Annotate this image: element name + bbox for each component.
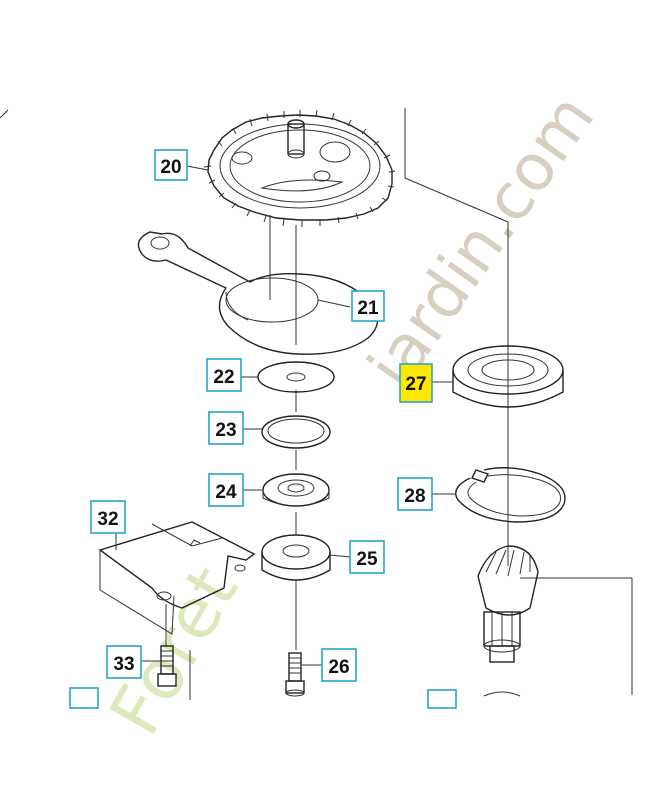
screw-part-26 xyxy=(285,652,305,697)
callout-21[interactable]: 21 xyxy=(351,290,385,322)
callout-32-text: 32 xyxy=(97,509,118,530)
callout-24-box xyxy=(208,473,244,507)
pinion-gear xyxy=(477,545,539,697)
callout-26-box xyxy=(321,648,357,682)
callout-partial-right xyxy=(427,689,457,709)
callout-25-text: 25 xyxy=(356,549,378,570)
callout-20-box xyxy=(154,149,188,181)
callout-25-box xyxy=(349,540,385,574)
washer-part-22 xyxy=(257,361,335,393)
callout-32-box xyxy=(90,500,126,534)
bushing-part-24 xyxy=(262,473,330,507)
callout-22[interactable]: 22 xyxy=(206,358,242,392)
callout-23[interactable]: 23 xyxy=(208,411,244,445)
callout-22-box xyxy=(206,358,242,392)
gear-part-20 xyxy=(203,109,396,227)
callout-23-text: 23 xyxy=(215,420,236,441)
callout-20-text: 20 xyxy=(160,157,181,178)
callout-28[interactable]: 28 xyxy=(397,477,433,511)
callout-33-box xyxy=(106,645,142,679)
callout-28-text: 28 xyxy=(404,486,425,507)
watermark-site: jardin.com xyxy=(353,82,609,403)
circlip-part-28 xyxy=(455,467,566,523)
callout-20[interactable]: 20 xyxy=(154,149,188,181)
callout-24[interactable]: 24 xyxy=(208,473,244,507)
ball-bearing-part-27 xyxy=(452,345,564,408)
callout-32[interactable]: 32 xyxy=(90,500,126,534)
callout-22-text: 22 xyxy=(213,367,234,388)
screw-part-33 xyxy=(157,604,177,687)
callout-leaders xyxy=(115,165,455,666)
callout-21-text: 21 xyxy=(357,298,379,319)
ring-part-23 xyxy=(261,415,331,449)
callout-25[interactable]: 25 xyxy=(349,540,385,574)
callout-24-text: 24 xyxy=(215,482,237,503)
callout-27[interactable]: 27 xyxy=(399,363,433,403)
callout-26-text: 26 xyxy=(328,657,349,678)
bracket-part-32 xyxy=(98,521,256,635)
callout-23-box xyxy=(208,411,244,445)
callout-21-box xyxy=(351,290,385,322)
bearing-part-25 xyxy=(261,534,331,581)
watermark-site-text: jardin.com xyxy=(353,82,609,403)
callout-33-text: 33 xyxy=(113,654,134,675)
callout-26[interactable]: 26 xyxy=(321,648,357,682)
callout-27-text: 27 xyxy=(405,374,426,395)
callout-33[interactable]: 33 xyxy=(106,645,142,679)
callout-27-box xyxy=(399,363,433,403)
callout-partial-left xyxy=(69,687,99,709)
callout-28-box xyxy=(397,477,433,511)
link-arm-part-21 xyxy=(137,231,379,355)
